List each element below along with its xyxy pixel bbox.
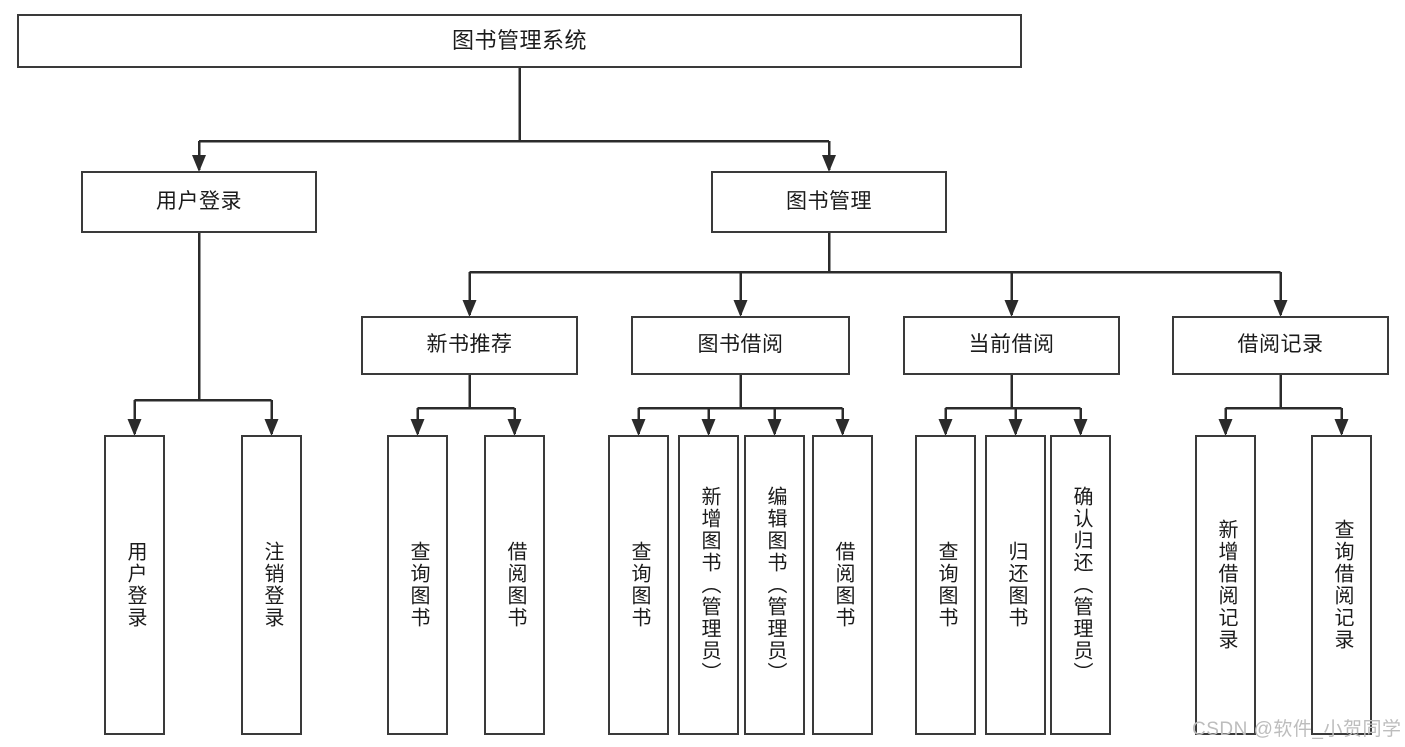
node-label-leaf-confirm-return-admin: 确认归还（管理员） — [1070, 486, 1092, 684]
arrow-head-icon-user-login — [192, 155, 206, 172]
arrow-head-icon-leaf-confirm-return-admin — [1073, 419, 1088, 436]
node-root[interactable]: 图书管理系统 — [17, 14, 1022, 68]
node-label-leaf-user-login: 用户登录 — [124, 541, 146, 629]
arrow-head-icon-leaf-query-borrow-record — [1334, 419, 1349, 436]
arrow-head-icon-book-borrow — [733, 300, 748, 317]
node-leaf-query-borrow-record[interactable]: 查询借阅记录 — [1311, 435, 1372, 735]
node-leaf-query-book-1[interactable]: 查询图书 — [387, 435, 448, 735]
node-label-new-book-recommend: 新书推荐 — [426, 333, 513, 357]
arrow-head-icon-leaf-edit-book-admin — [767, 419, 782, 436]
arrow-head-icon-leaf-return-book — [1008, 419, 1023, 436]
arrow-head-icon-leaf-query-book-2 — [631, 419, 646, 436]
arrow-head-icon-current-borrow — [1004, 300, 1019, 317]
node-label-book-borrow: 图书借阅 — [697, 333, 784, 357]
node-new-book-recommend[interactable]: 新书推荐 — [361, 316, 578, 375]
arrow-head-icon-leaf-add-book-admin — [701, 419, 716, 436]
node-label-leaf-add-book-admin: 新增图书（管理员） — [698, 486, 720, 684]
node-leaf-add-book-admin[interactable]: 新增图书（管理员） — [678, 435, 739, 735]
node-label-leaf-user-logout: 注销登录 — [261, 541, 283, 629]
arrow-head-icon-leaf-query-book-3 — [938, 419, 953, 436]
node-label-borrow-record: 借阅记录 — [1237, 333, 1324, 357]
node-leaf-query-book-3[interactable]: 查询图书 — [915, 435, 976, 735]
node-leaf-confirm-return-admin[interactable]: 确认归还（管理员） — [1050, 435, 1111, 735]
node-label-leaf-borrow-book-1: 借阅图书 — [504, 541, 526, 629]
arrow-head-icon-leaf-borrow-book-2 — [835, 419, 850, 436]
arrow-head-icon-leaf-add-borrow-record — [1218, 419, 1233, 436]
arrow-head-icon-leaf-user-logout — [264, 419, 279, 436]
node-user-login[interactable]: 用户登录 — [81, 171, 317, 233]
arrow-head-icon-leaf-user-login — [127, 419, 142, 436]
node-label-leaf-query-book-3: 查询图书 — [935, 541, 957, 629]
node-book-borrow[interactable]: 图书借阅 — [631, 316, 850, 375]
node-leaf-user-logout[interactable]: 注销登录 — [241, 435, 302, 735]
node-leaf-borrow-book-2[interactable]: 借阅图书 — [812, 435, 873, 735]
node-label-leaf-query-borrow-record: 查询借阅记录 — [1331, 519, 1353, 651]
arrow-head-icon-borrow-record — [1273, 300, 1288, 317]
node-borrow-record[interactable]: 借阅记录 — [1172, 316, 1389, 375]
node-leaf-user-login[interactable]: 用户登录 — [104, 435, 165, 735]
arrow-head-icon-book-manage — [822, 155, 836, 172]
node-label-current-borrow: 当前借阅 — [968, 333, 1055, 357]
node-current-borrow[interactable]: 当前借阅 — [903, 316, 1120, 375]
node-label-book-manage: 图书管理 — [786, 189, 872, 213]
node-leaf-query-book-2[interactable]: 查询图书 — [608, 435, 669, 735]
arrow-head-icon-leaf-query-book-1 — [410, 419, 425, 436]
node-label-user-login: 用户登录 — [156, 189, 242, 213]
node-book-manage[interactable]: 图书管理 — [711, 171, 947, 233]
node-leaf-borrow-book-1[interactable]: 借阅图书 — [484, 435, 545, 735]
node-label-leaf-query-book-2: 查询图书 — [628, 541, 650, 629]
arrow-head-icon-new-book-recommend — [462, 300, 477, 317]
node-label-leaf-query-book-1: 查询图书 — [407, 541, 429, 629]
node-label-leaf-edit-book-admin: 编辑图书（管理员） — [764, 486, 786, 684]
node-label-leaf-borrow-book-2: 借阅图书 — [832, 541, 854, 629]
node-label-leaf-return-book: 归还图书 — [1005, 541, 1027, 629]
node-leaf-add-borrow-record[interactable]: 新增借阅记录 — [1195, 435, 1256, 735]
node-label-leaf-add-borrow-record: 新增借阅记录 — [1215, 519, 1237, 651]
node-label-root: 图书管理系统 — [451, 28, 587, 54]
node-leaf-return-book[interactable]: 归还图书 — [985, 435, 1046, 735]
arrow-head-icon-leaf-borrow-book-1 — [507, 419, 522, 436]
node-leaf-edit-book-admin[interactable]: 编辑图书（管理员） — [744, 435, 805, 735]
